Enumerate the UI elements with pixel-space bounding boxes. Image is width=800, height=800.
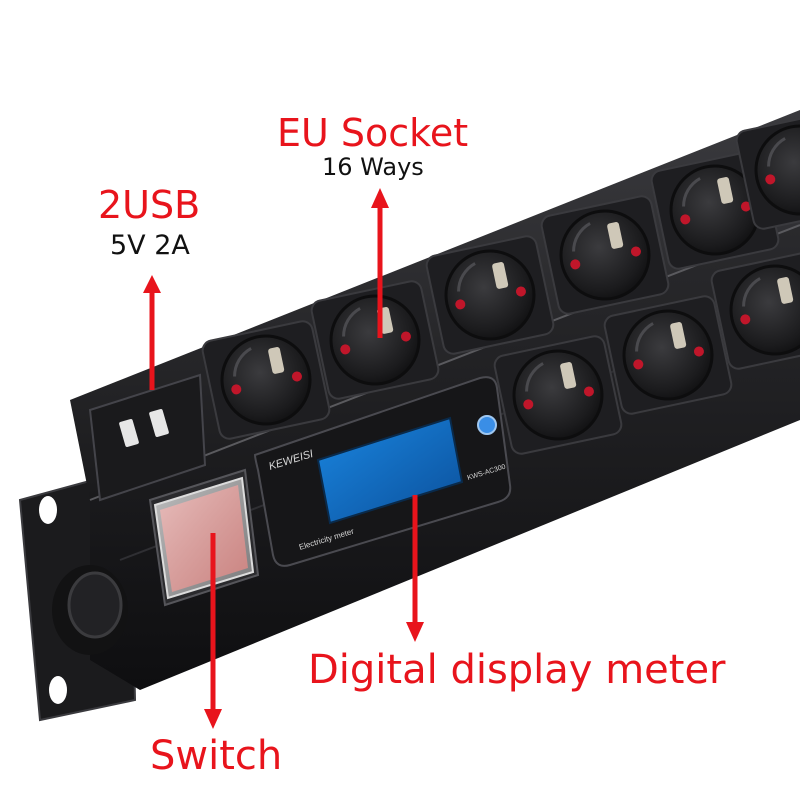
usb-port-icon	[119, 419, 139, 447]
cable-gland	[52, 565, 128, 655]
socket-title: EU Socket	[277, 111, 469, 155]
red-arrow-icon	[143, 188, 424, 729]
power-switch	[148, 468, 260, 607]
eu-socket-icon	[538, 192, 672, 318]
meter-title: Digital display meter	[308, 647, 726, 693]
usb-module	[88, 373, 207, 502]
usb-port-icon	[149, 409, 169, 437]
socket-spec: 16 Ways	[322, 153, 424, 181]
eu-socket-icon	[491, 332, 625, 458]
switch-title: Switch	[150, 733, 283, 779]
digital-meter	[253, 376, 512, 567]
usb-title: 2USB	[98, 183, 201, 227]
meter-button	[477, 415, 497, 435]
eu-socket-icon	[423, 232, 557, 358]
eu-socket-icon	[308, 277, 442, 403]
usb-spec: 5V 2A	[110, 230, 190, 261]
eu-socket-icon	[601, 292, 735, 418]
eu-socket-icon	[199, 317, 333, 443]
